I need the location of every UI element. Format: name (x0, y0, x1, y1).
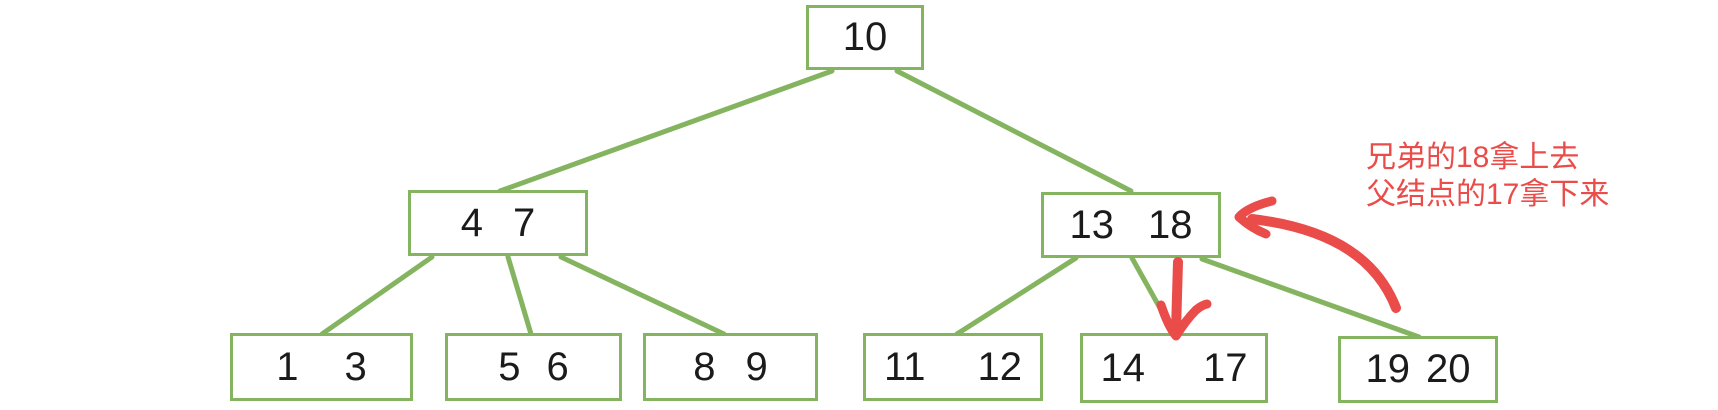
edge-root-to-4-7 (497, 68, 835, 194)
tree-node-13-18: 13 18 (1041, 192, 1221, 258)
node-key: 11 (883, 344, 926, 389)
edge-13-18-to-14-17 (1129, 255, 1173, 329)
node-key: 17 (1203, 345, 1248, 390)
node-key: 10 (842, 15, 888, 59)
edge-4-7-to-5-6 (505, 254, 534, 337)
node-key: 3 (344, 344, 367, 389)
tree-node-19-20: 19 20 (1338, 336, 1498, 403)
node-key: 7 (513, 200, 536, 245)
tree-node-1-3: 1 3 (230, 333, 413, 401)
node-key: 12 (977, 344, 1023, 389)
edge-13-18-to-11-12 (954, 255, 1079, 337)
edge-root-to-13-18 (894, 68, 1134, 194)
node-key: 19 (1365, 347, 1411, 391)
tree-node-5-6: 5 6 (445, 333, 622, 401)
tree-node-8-9: 8 9 (643, 333, 818, 401)
node-key: 13 (1069, 202, 1115, 247)
node-key: 8 (693, 344, 716, 389)
tree-node-14-17: 14 17 (1080, 333, 1268, 403)
edge-4-7-to-8-9 (558, 254, 727, 337)
tree-node-10: 10 (806, 5, 924, 70)
annotation-line-2: 父结点的17拿下来 (1366, 178, 1610, 211)
annotation-text: 兄弟的18拿上去 父结点的17拿下来 (1366, 139, 1609, 213)
node-key: 20 (1426, 347, 1471, 391)
edge-4-7-to-1-3 (319, 254, 435, 337)
node-key: 14 (1100, 345, 1146, 390)
edge-13-18-to-19-20 (1199, 256, 1422, 340)
node-key: 18 (1148, 202, 1193, 247)
node-key: 9 (745, 344, 768, 389)
annotation-line-1: 兄弟的18拿上去 (1366, 141, 1580, 174)
node-key: 1 (276, 344, 299, 389)
tree-node-11-12: 11 12 (863, 333, 1043, 401)
tree-node-4-7: 4 7 (408, 190, 588, 256)
node-key: 6 (546, 344, 569, 389)
node-key: 5 (498, 344, 521, 389)
node-key: 4 (460, 200, 483, 245)
